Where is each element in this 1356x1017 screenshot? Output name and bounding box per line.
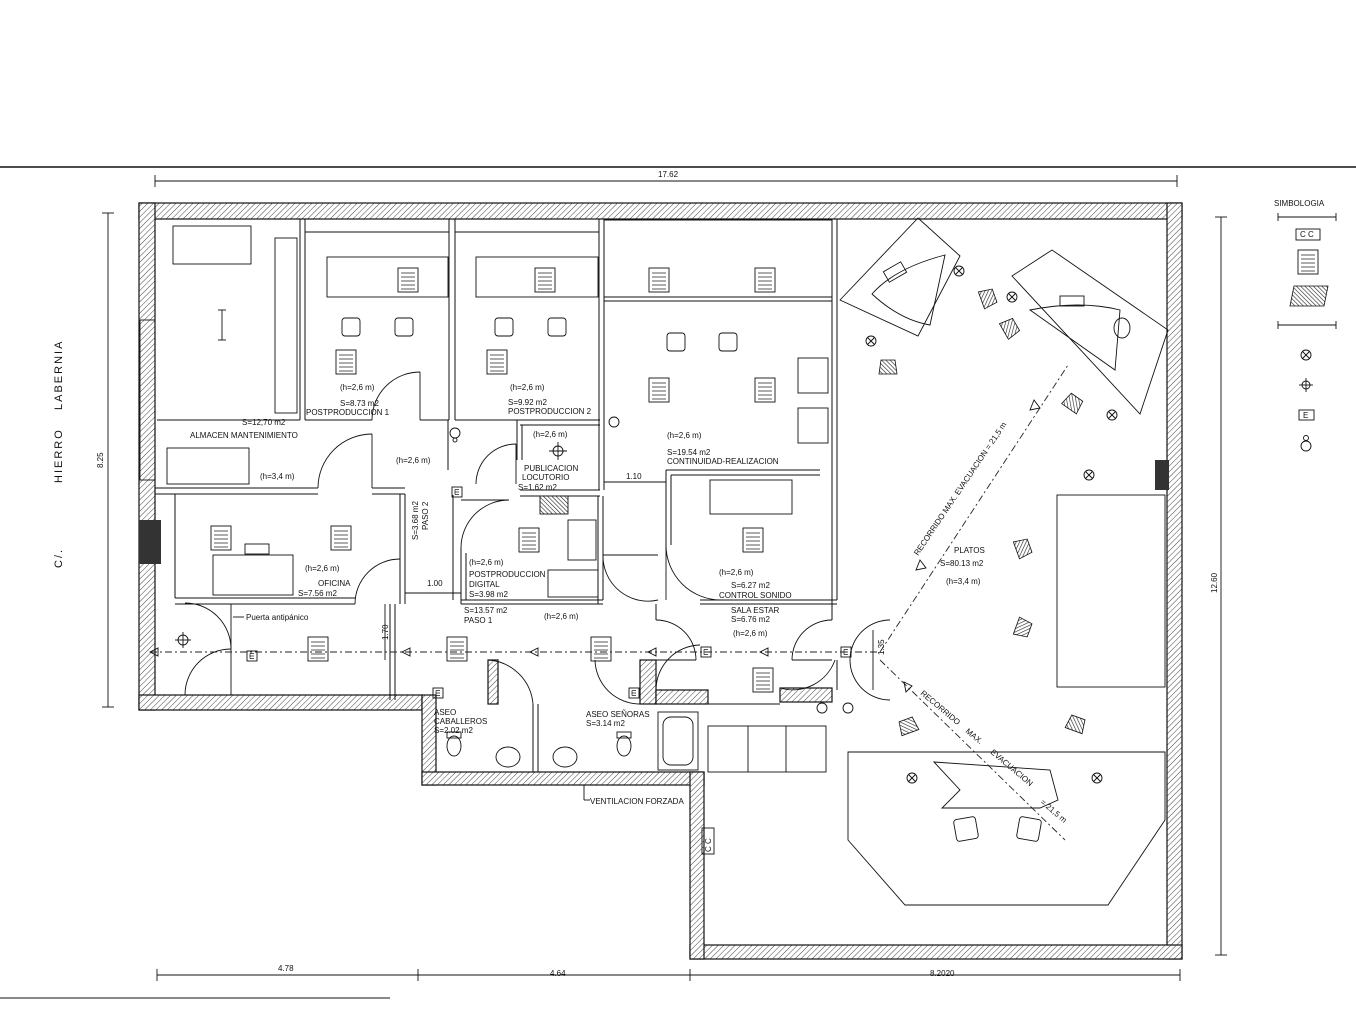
post1-name: POSTPRODUCCION 1	[306, 408, 390, 417]
aseo-cab-name-2: CABALLEROS	[434, 717, 487, 726]
note-cc: C C	[704, 838, 713, 852]
dim-170: 1.70	[381, 624, 390, 640]
paso2-area: S=3.68 m2	[411, 501, 420, 540]
almacen-name: ALMACEN MANTENIMIENTO	[190, 431, 298, 440]
room-labels: S=12,70 m2 ALMACEN MANTENIMIENTO (h=3,4 …	[190, 383, 985, 735]
oficina-name: OFICINA	[318, 579, 351, 588]
oficina-area: S=7.56 m2	[298, 589, 337, 598]
note-recorrido-2a: RECORRIDO	[919, 689, 962, 727]
note-recorrido-2c: EVACUACION	[989, 748, 1035, 789]
post2-area: S=9.92 m2	[508, 398, 547, 407]
legend-emergency-light-icon	[1300, 349, 1312, 361]
legend-e-box	[1298, 409, 1315, 421]
evacuation-routes	[148, 364, 1069, 841]
postdigital-height: (h=2,6 m)	[469, 558, 504, 567]
postdigital-area: S=3.98 m2	[469, 590, 508, 599]
continuidad-area: S=19.54 m2	[667, 448, 711, 457]
doors	[184, 371, 891, 705]
sala-area: S=6.76 m2	[731, 615, 770, 624]
postdigital-name-1: POSTPRODUCCION	[469, 570, 546, 579]
dimension-bottom: 4.78 4.64 8.2020	[156, 964, 1181, 981]
detectors	[175, 416, 854, 714]
outer-walls	[138, 202, 1183, 960]
postdigital-name-2: DIGITAL	[469, 580, 500, 589]
luminaires	[210, 267, 776, 693]
dim-bottom-1: 4.78	[278, 964, 294, 973]
paso1-height: (h=2,6 m)	[544, 612, 579, 621]
aseo-cab-area: S=2.02 m2	[434, 726, 473, 735]
almacen-height: (h=3,4 m)	[260, 472, 295, 481]
oficina-height: (h=2,6 m)	[305, 564, 340, 573]
inner-dimensions: 1.10 1.00 1.70 1.35	[381, 472, 886, 655]
control-height: (h=2,6 m)	[719, 568, 754, 577]
dim-135: 1.35	[877, 639, 886, 655]
paso1-area: S=13.57 m2	[464, 606, 508, 615]
dim-bottom-3: 8.2020	[930, 969, 955, 978]
platos-area: S=80.13 m2	[940, 559, 984, 568]
platos-name: PLATOS	[954, 546, 985, 555]
legend-detector-icon	[1299, 378, 1313, 392]
legend: SIMBOLOGIA C C E	[1274, 199, 1337, 452]
control-name: CONTROL SONIDO	[719, 591, 792, 600]
furniture	[139, 217, 1169, 906]
aseo-sen-area: S=3.14 m2	[586, 719, 625, 728]
publicacion-name-2: LOCUTORIO	[522, 473, 569, 482]
post1-area: S=8.73 m2	[340, 399, 379, 408]
street-label: C/. HIERRO LABERNIA	[53, 340, 65, 568]
note-recorrido-1: RECORRIDO MAX. EVACUACION = 21,5 m	[912, 420, 1008, 557]
street-name-2: LABERNIA	[53, 340, 65, 410]
continuidad-height: (h=2,6 m)	[667, 431, 702, 440]
legend-luminaire-icon	[1297, 249, 1319, 275]
street-prefix: C/.	[53, 548, 65, 568]
sala-name: SALA ESTAR	[731, 606, 780, 615]
note-recorrido-2b: MAX.	[964, 727, 985, 746]
legend-speaker-icon	[1289, 285, 1329, 307]
continuidad-name: CONTINUIDAD-REALIZACION	[667, 457, 779, 466]
dim-bottom-2: 4.64	[550, 969, 566, 978]
control-area: S=6.27 m2	[731, 581, 770, 590]
aseo-sen-name: ASEO SEÑORAS	[586, 710, 650, 719]
aseo-cab-name-1: ASEO	[434, 708, 456, 717]
note-ventilacion: VENTILACION FORZADA	[590, 797, 684, 806]
emergency-lights	[865, 265, 1118, 784]
post2-name: POSTPRODUCCION 2	[508, 407, 592, 416]
paso2-name: PASO 2	[421, 501, 430, 530]
dim-total-width: 17.62	[658, 170, 679, 179]
publicacion-name-1: PUBLICACION	[524, 464, 578, 473]
street-name-1: HIERRO	[53, 428, 65, 483]
post2-height: (h=2,6 m)	[510, 383, 545, 392]
dim-left-height: 8.25	[96, 452, 105, 468]
legend-bell-icon	[1300, 435, 1312, 452]
platos-height: (h=3,4 m)	[946, 577, 981, 586]
legend-e: E	[1303, 411, 1308, 420]
dimension-left: 8.25	[96, 212, 114, 708]
notes: Puerta antipánico VENTILACION FORZADA RE…	[233, 420, 1069, 855]
dimension-right: 12.60	[1210, 216, 1227, 956]
dim-right-height: 12.60	[1210, 572, 1219, 593]
post1-height: (h=2,6 m)	[340, 383, 375, 392]
interior-walls	[154, 219, 838, 772]
speakers	[878, 286, 1088, 737]
paso1-name: PASO 1	[464, 616, 493, 625]
dimension-top: 17.62	[154, 170, 1178, 187]
legend-cc: C C	[1300, 230, 1314, 239]
dim-100: 1.00	[427, 579, 443, 588]
almacen-area: S=12,70 m2	[242, 418, 286, 427]
legend-cc-box	[1295, 228, 1321, 241]
note-puerta-antipanico: Puerta antipánico	[246, 613, 309, 622]
paso2-height: (h=2,6 m)	[396, 456, 431, 465]
dim-110: 1.10	[626, 472, 642, 481]
legend-title: SIMBOLOGIA	[1274, 199, 1325, 208]
sala-height: (h=2,6 m)	[733, 629, 768, 638]
publicacion-area: S=1.62 m2	[518, 483, 557, 492]
publicacion-height: (h=2,6 m)	[533, 430, 568, 439]
